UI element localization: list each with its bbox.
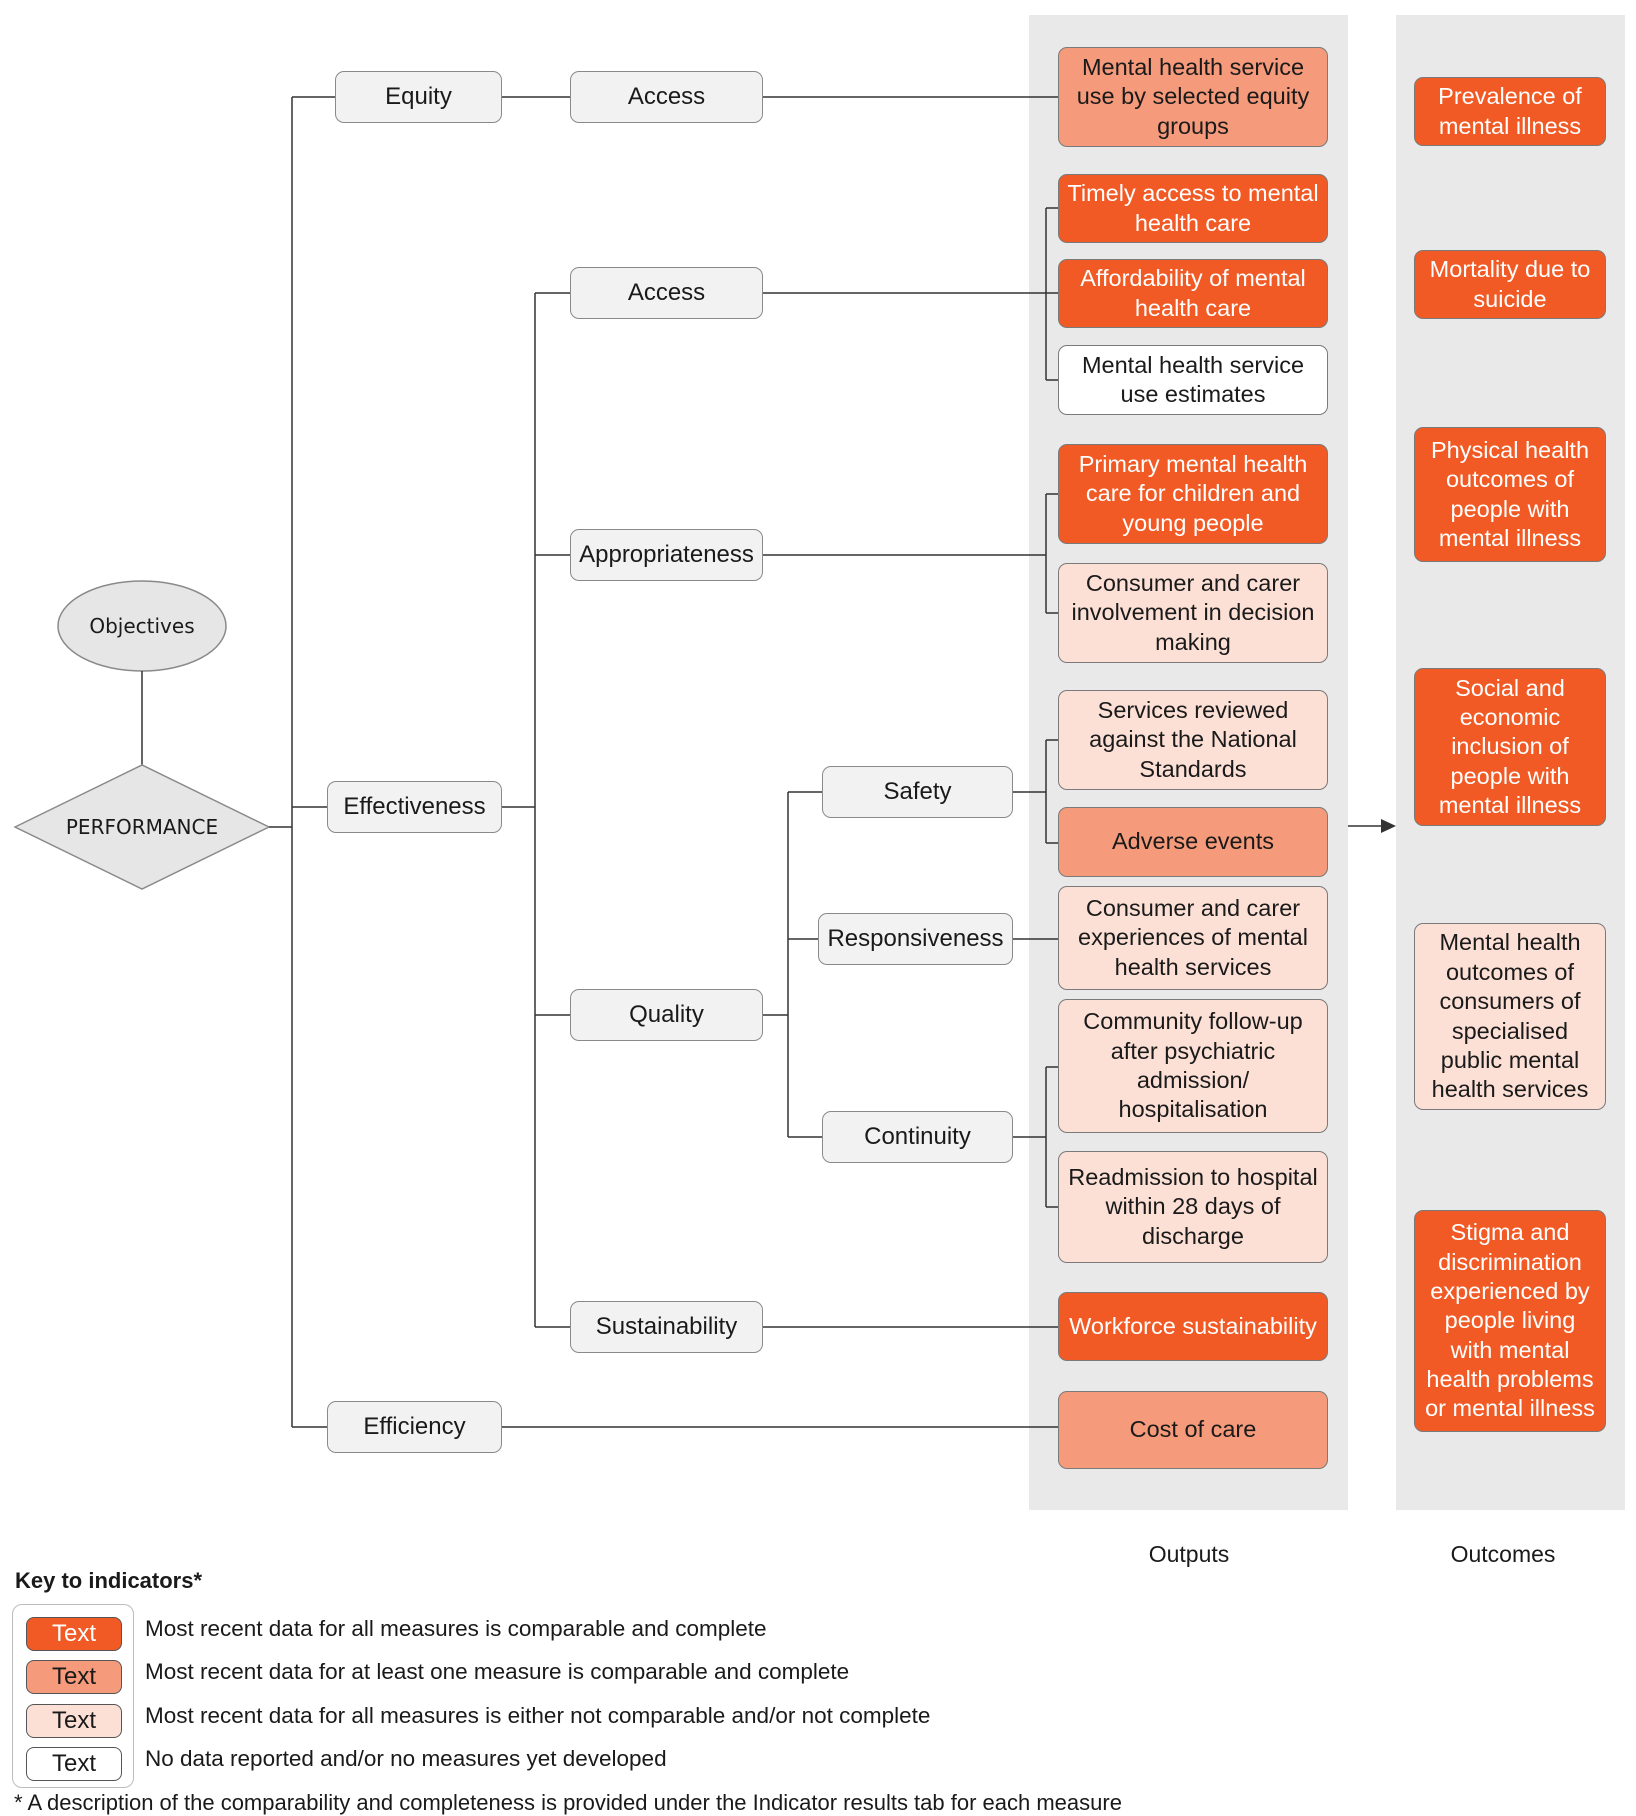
output-readmission: Readmission to hospital within 28 days o… (1058, 1151, 1328, 1263)
subdomain-safety: Safety (822, 766, 1013, 818)
performance-label: PERFORMANCE (65, 815, 219, 839)
subdomain-continuity: Continuity (822, 1111, 1013, 1163)
subdomain-access: Access (570, 267, 763, 319)
continuity-to-outputs (1013, 1066, 1058, 1208)
key-label-level1: Most recent data for all measures is com… (145, 1616, 767, 1641)
outcome-suicide: Mortality due to suicide (1414, 250, 1606, 319)
key-title: Key to indicators* (15, 1568, 203, 1593)
subdomain-responsiveness: Responsiveness (818, 913, 1013, 965)
domain-efficiency: Efficiency (327, 1401, 502, 1453)
output-services-reviewed: Services reviewed against the National S… (1058, 690, 1328, 790)
subdomain-quality: Quality (570, 989, 763, 1041)
key-swatch-level2: Text (26, 1660, 122, 1694)
outcomes-label: Outcomes (1450, 1541, 1556, 1567)
key-swatch-level3: Text (26, 1704, 122, 1738)
outputs-label: Outputs (1148, 1541, 1230, 1567)
output-workforce: Workforce sustainability (1058, 1292, 1328, 1361)
footnote: * A description of the comparability and… (14, 1790, 1122, 1815)
output-experiences: Consumer and carer experiences of mental… (1058, 886, 1328, 990)
output-involvement: Consumer and carer involvement in decisi… (1058, 563, 1328, 663)
performance-to-domains (269, 96, 335, 1428)
safety-to-outputs (1013, 739, 1058, 844)
key-label-level4: No data reported and/or no measures yet … (145, 1746, 667, 1771)
output-adverse-events: Adverse events (1058, 807, 1328, 877)
access-to-outputs (763, 207, 1058, 381)
outcome-social-inclusion: Social and economic inclusion of people … (1414, 668, 1606, 826)
output-community-followup: Community follow-up after psychiatric ad… (1058, 999, 1328, 1133)
subdomain-equity-access: Access (570, 71, 763, 123)
outcome-mh-outcomes: Mental health outcomes of consumers of s… (1414, 923, 1606, 1110)
output-primary-children: Primary mental health care for children … (1058, 444, 1328, 544)
domain-equity: Equity (335, 71, 502, 123)
arrow-head-icon (1381, 819, 1396, 833)
key-label-level2: Most recent data for at least one measur… (145, 1659, 850, 1684)
outcome-physical-health: Physical health outcomes of people with … (1414, 427, 1606, 562)
objectives-label: Objectives (89, 614, 195, 638)
appropriateness-to-outputs (763, 493, 1058, 614)
outcome-stigma: Stigma and discrimination experienced by… (1414, 1210, 1606, 1432)
output-timely-access: Timely access to mental health care (1058, 174, 1328, 243)
subdomain-appropriateness: Appropriateness (570, 529, 763, 581)
effectiveness-to-subdomains (502, 292, 570, 1328)
key-swatch-level4: Text (26, 1747, 122, 1781)
quality-to-subdomains (763, 791, 822, 1138)
output-affordability: Affordability of mental health care (1058, 259, 1328, 328)
outcome-prevalence: Prevalence of mental illness (1414, 77, 1606, 146)
key-label-level3: Most recent data for all measures is eit… (145, 1703, 931, 1728)
key-swatch-level1: Text (26, 1617, 122, 1651)
output-cost-of-care: Cost of care (1058, 1391, 1328, 1469)
output-use-estimates: Mental health service use estimates (1058, 345, 1328, 415)
subdomain-sustainability: Sustainability (570, 1301, 763, 1353)
output-use-equity-groups: Mental health service use by selected eq… (1058, 47, 1328, 147)
domain-effectiveness: Effectiveness (327, 781, 502, 833)
